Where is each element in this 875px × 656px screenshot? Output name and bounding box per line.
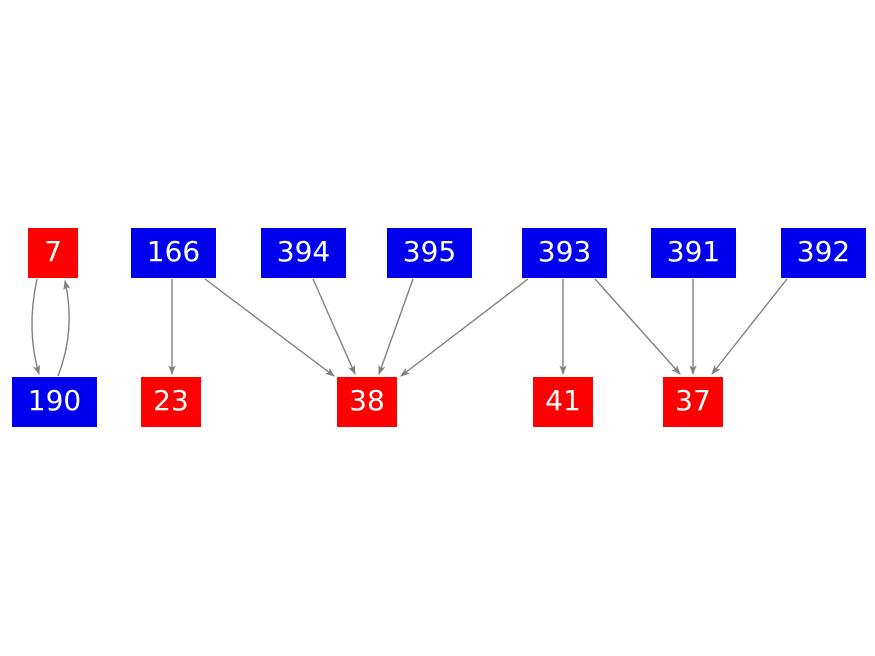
graph-edge-166-to-38 bbox=[204, 278, 335, 377]
graph-node-label: 391 bbox=[666, 235, 721, 268]
graph-node-label: 394 bbox=[276, 235, 331, 268]
graph-node-label: 23 bbox=[153, 384, 189, 417]
graph-node-label: 37 bbox=[675, 384, 711, 417]
graph-node-label: 190 bbox=[27, 384, 82, 417]
graph-node-393[interactable]: 393 bbox=[522, 228, 607, 278]
graph-node-label: 41 bbox=[545, 384, 581, 417]
graph-node-395[interactable]: 395 bbox=[387, 228, 472, 278]
graph-node-7[interactable]: 7 bbox=[28, 228, 78, 278]
graph-node-label: 393 bbox=[537, 235, 592, 268]
graph-node-190[interactable]: 190 bbox=[12, 377, 97, 427]
graph-edge-394-to-38 bbox=[312, 278, 356, 376]
graph-node-391[interactable]: 391 bbox=[651, 228, 736, 278]
graph-node-label: 392 bbox=[796, 235, 851, 268]
graph-node-394[interactable]: 394 bbox=[261, 228, 346, 278]
graph-edge-395-to-38 bbox=[378, 278, 414, 376]
graph-node-41[interactable]: 41 bbox=[533, 377, 593, 427]
graph-edge-7-to-190 bbox=[31, 278, 41, 376]
graph-edge-393-to-38 bbox=[400, 278, 529, 377]
graph-node-label: 166 bbox=[146, 235, 201, 268]
graph-edge-393-to-37 bbox=[594, 278, 681, 375]
graph-node-392[interactable]: 392 bbox=[781, 228, 866, 278]
graph-node-label: 395 bbox=[402, 235, 457, 268]
graph-node-166[interactable]: 166 bbox=[131, 228, 216, 278]
graph-node-label: 7 bbox=[44, 235, 62, 268]
graph-node-37[interactable]: 37 bbox=[663, 377, 723, 427]
graph-node-38[interactable]: 38 bbox=[337, 377, 397, 427]
graph-edge-190-to-7 bbox=[57, 279, 71, 377]
graph-node-label: 38 bbox=[349, 384, 385, 417]
graph-node-23[interactable]: 23 bbox=[141, 377, 201, 427]
graph-edge-392-to-37 bbox=[711, 278, 788, 375]
